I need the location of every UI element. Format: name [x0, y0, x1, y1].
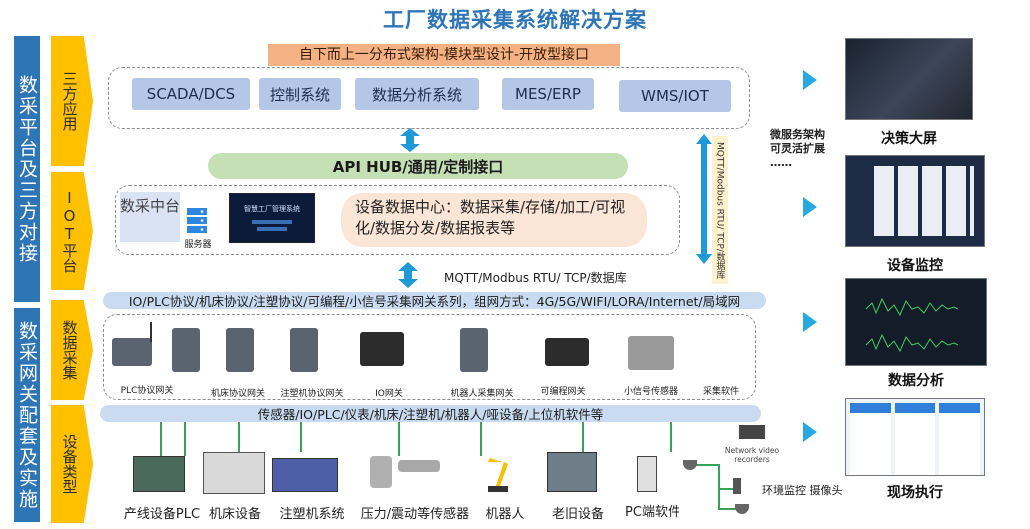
architecture-banner: 自下而上一分布式架构-模块型设计-开放型接口: [268, 44, 620, 66]
nvr-label: Network video recorders: [724, 446, 780, 464]
band-gateway: 数采网关配套及实施: [14, 308, 40, 522]
api-hub-bar: API HUB/通用/定制接口: [208, 153, 628, 179]
microservice-line-2: 可灵活扩展: [770, 142, 825, 155]
panel-label-monitor: 设备监控: [887, 258, 943, 274]
machine-gateway-device: [172, 328, 200, 372]
chevron-iot-platform: IOT平台: [51, 172, 93, 290]
mqtt-vertical-label: MQTT/Modbus RTU/ TCP/数据库: [712, 136, 728, 284]
data-analysis-thumbnail: [845, 278, 987, 366]
management-screen: 智慧工厂管理系统: [229, 193, 315, 243]
app-control-system: 控制系统: [259, 78, 341, 110]
programmable-gateway-device: [545, 338, 589, 366]
dome-camera-icon: [683, 460, 697, 470]
band-platform: 数采平台及三方对接: [14, 36, 40, 302]
io-gateway-device: [360, 332, 404, 366]
equipment-monitor-thumbnail: [845, 155, 985, 247]
microservice-line-1: 微服务架构: [770, 128, 825, 141]
plc-gateway-device: [112, 338, 152, 366]
arrow-right-icon: [803, 70, 817, 90]
device-label-plc: 产线设备PLC: [123, 507, 201, 522]
vertical-double-arrow-icon: [696, 134, 712, 264]
legacy-equipment-image: [547, 452, 597, 492]
chevron-device-types: 设备类型: [51, 405, 93, 523]
panel-label-decision: 决策大屏: [881, 131, 937, 147]
vibration-sensor-image: [398, 460, 440, 472]
field-execution-thumbnail: [845, 398, 985, 476]
gateway-label-machine: 机床协议网关: [210, 389, 265, 399]
dome-camera-icon-2: [735, 504, 749, 514]
data-center-box: 设备数据中心：数据采集/存储/加工/可视化/数据分发/数据报表等: [341, 193, 647, 247]
camera-label: 环境监控 摄像头: [762, 484, 843, 497]
microservice-note: 微服务架构 可灵活扩展 ……: [770, 128, 840, 170]
server-icon: [187, 208, 207, 233]
gateways-container: [103, 314, 756, 400]
gateway-label-robot: 机器人采集网关: [450, 389, 514, 399]
app-wms-iot: WMS/IOT: [619, 80, 731, 112]
gateway-label-io: IO网关: [375, 389, 403, 399]
gateway-label-software: 采集软件: [702, 387, 739, 397]
app-scada: SCADA/DCS: [132, 78, 250, 110]
page-title: 工厂数据采集系统解决方案: [383, 8, 647, 32]
double-arrow-icon: [400, 128, 420, 152]
plc-device-image: [133, 456, 185, 492]
analysis-waveform: [865, 297, 959, 353]
panel-label-analysis: 数据分析: [888, 373, 944, 389]
camera-area: [679, 422, 789, 520]
gateway-label-programmable: 可编程网关: [540, 387, 586, 397]
machine-tool-image: [203, 452, 265, 494]
device-label-pc: PC端软件: [625, 505, 681, 520]
microservice-line-3: ……: [770, 156, 792, 169]
protocol-bar: IO/PLC协议/机床协议/注塑协议/可编程/小信号采集网关系列，组网方式：4G…: [103, 292, 766, 309]
app-mes-erp: MES/ERP: [502, 78, 594, 110]
decision-screen-thumbnail: [845, 38, 973, 120]
device-label-injection: 注塑机系统: [279, 507, 345, 522]
robot-arm-icon: [488, 458, 508, 492]
arrow-right-icon: [803, 422, 817, 442]
sensor-bar: 传感器/IO/PLC/仪表/机床/注塑机/机器人/哑设备/上位机软件等: [100, 405, 761, 422]
iot-container: [115, 185, 680, 255]
small-signal-sensor-device: [628, 336, 674, 370]
gateway-label-injection: 注塑机协议网关: [280, 389, 344, 399]
gateway-label-plc: PLC协议网关: [120, 386, 174, 396]
device-label-sensor: 压力/震动等传感器: [360, 507, 470, 522]
pressure-sensor-image: [370, 456, 392, 488]
injection-machine-image: [272, 458, 338, 492]
gateway-label-small-signal: 小信号传感器: [623, 387, 678, 397]
device-label-machine: 机床设备: [208, 507, 261, 522]
app-data-analysis: 数据分析系统: [355, 78, 479, 110]
device-label-robot: 机器人: [485, 507, 525, 522]
server-label: 服务器: [184, 240, 212, 250]
device-label-legacy: 老旧设备: [551, 507, 604, 522]
mqtt-horizontal-label: MQTT/Modbus RTU/ TCP/数据库: [444, 271, 627, 285]
robot-gateway-device: [460, 328, 488, 372]
double-arrow-icon: [398, 262, 418, 288]
arrow-right-icon: [803, 312, 817, 332]
nvr-device-icon: [739, 425, 765, 439]
management-screen-title: 智慧工厂管理系统: [244, 205, 300, 213]
injection-gateway-device-2: [290, 328, 318, 372]
chevron-data-collection: 数据采集: [51, 300, 93, 400]
injection-gateway-device: [226, 328, 254, 372]
panel-label-field: 现场执行: [887, 485, 943, 501]
chevron-third-party-apps: 三方应用: [51, 36, 93, 166]
apps-container: [108, 67, 750, 129]
data-platform-box: 数采中台: [120, 192, 180, 242]
arrow-right-icon: [803, 197, 817, 217]
pc-tower-icon: [637, 456, 657, 492]
camera-body-icon: [733, 478, 741, 494]
